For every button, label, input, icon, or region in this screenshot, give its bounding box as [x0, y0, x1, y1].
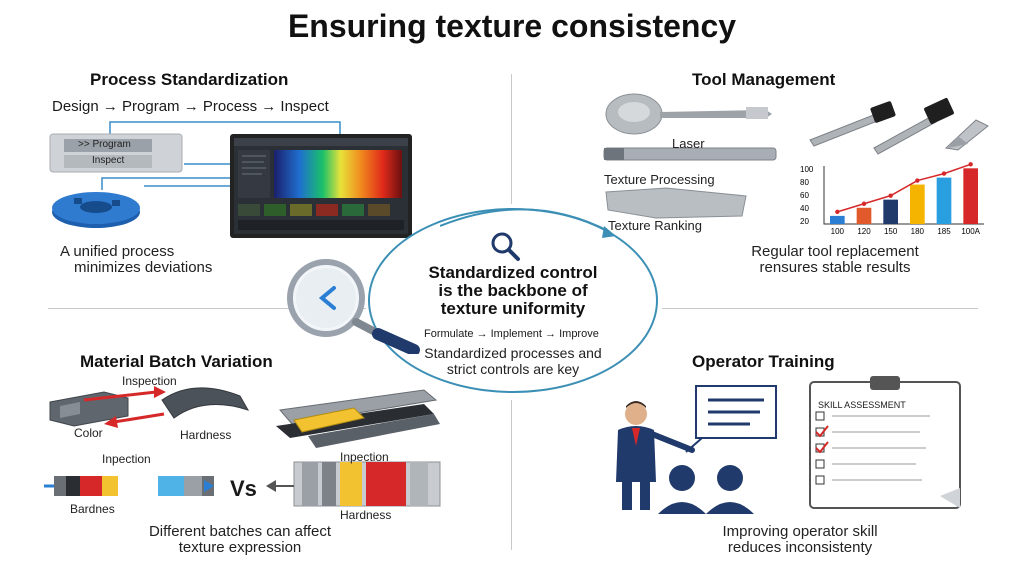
- material-caption-line2: texture expression: [178, 539, 302, 556]
- chart-bar: [910, 184, 925, 224]
- material-label-bardnes: Bardnes: [70, 502, 115, 516]
- tool-illustration: [603, 93, 989, 219]
- chart-axis: [823, 166, 984, 225]
- chart-category-label: 180: [911, 227, 925, 236]
- chart-tick-label: 20: [800, 217, 809, 226]
- chart-trend-point: [861, 201, 867, 206]
- process-caption-line1: A unified process: [60, 243, 175, 260]
- chart-bar: [963, 168, 978, 224]
- process-title: Process Standardization: [90, 70, 289, 89]
- chart-tick-label: 60: [800, 191, 809, 200]
- center-headline-line2: is the backbone of: [438, 281, 588, 300]
- divider-horizontal-left: [48, 308, 366, 309]
- tool-bar-chart: 100 80 60 40 20 100 120 150 180 185 100A: [800, 162, 984, 236]
- cutter-tool-2: [873, 115, 937, 155]
- material-illustration: [44, 386, 441, 507]
- process-caption-line2: minimizes deviations: [74, 259, 213, 276]
- operator-caption-line2: reduces inconsistenty: [727, 539, 873, 556]
- chart-trend-line: [837, 163, 971, 213]
- chart-tick-label: 80: [800, 178, 809, 187]
- chart-trend-point: [888, 193, 893, 198]
- center-headline-line1: Standardized control: [428, 263, 598, 282]
- material-title: Material Batch Variation: [80, 352, 273, 371]
- search-icon: [491, 232, 520, 261]
- material-caption-line1: Different batches can affect: [148, 523, 332, 540]
- texture-block-icon: [605, 187, 747, 219]
- chart-trend-point: [915, 178, 920, 183]
- chart-tick-label: 40: [800, 204, 809, 213]
- trainer-icon: [625, 403, 647, 425]
- tool-label-ranking: Texture Ranking: [608, 218, 702, 233]
- divider-vertical-top: [511, 74, 512, 204]
- process-flow: Design → Program → Process → Inspect: [52, 98, 329, 115]
- material-label-inpection-right: Inpection: [340, 450, 389, 464]
- chart-tick-label: 100: [800, 165, 814, 174]
- chart-bar: [883, 199, 898, 224]
- tool-caption-line1: Regular tool replacement: [751, 243, 919, 260]
- flow-connector-low1: [101, 177, 230, 190]
- chart-category-label: 150: [884, 227, 898, 236]
- material-label-hardness-right: Hardness: [340, 508, 392, 522]
- material-vs-label: Vs: [230, 476, 257, 501]
- material-label-color: Color: [74, 426, 103, 440]
- material-label-hardness-top: Hardness: [180, 428, 232, 442]
- checklist-title: SKILL ASSESSMENT: [818, 400, 906, 410]
- chart-category-label: 100A: [961, 227, 980, 236]
- chart-bar: [856, 207, 872, 224]
- center-arrow: [440, 208, 616, 238]
- page-title: Ensuring texture consistency: [287, 8, 737, 44]
- tool-caption-line2: rensures stable results: [759, 259, 911, 276]
- flow-connector-top: [109, 121, 341, 136]
- metal-block-curved: [161, 387, 250, 419]
- cutter-tool-1: [809, 113, 881, 147]
- student-icon-1: [669, 465, 695, 491]
- process-illustration: [49, 121, 412, 238]
- material-label-inspection-top: Inspection: [122, 374, 177, 388]
- chart-trend-point: [835, 209, 840, 215]
- student-icon-2: [717, 465, 743, 491]
- panel-row-inspect: Inspect: [92, 155, 125, 166]
- chart-trend-point: [941, 171, 947, 176]
- chart-trend-point: [968, 162, 973, 167]
- divider-vertical-bottom: [511, 400, 512, 550]
- center-sub-line1: Standardized processes and: [424, 345, 602, 361]
- center-sub-line2: strict controls are key: [446, 361, 580, 377]
- operator-title: Operator Training: [692, 352, 835, 371]
- center-circle: [368, 208, 658, 393]
- tool-label-processing: Texture Processing: [604, 172, 715, 187]
- magnifier-icon: [287, 259, 420, 354]
- metal-block-left: [49, 391, 129, 427]
- operator-illustration: [616, 376, 961, 514]
- material-label-inpection-left: Inpection: [102, 452, 151, 466]
- chart-category-label: 185: [937, 227, 951, 236]
- tool-label-laser: Laser: [672, 136, 705, 151]
- panel-row-program: >> Program: [78, 139, 131, 150]
- chart-bar: [936, 177, 952, 224]
- divider-horizontal-right: [662, 308, 978, 309]
- chart-bar: [830, 215, 845, 224]
- center-cycle: Formulate → Implement → Improve: [424, 328, 599, 340]
- chart-category-label: 120: [857, 227, 871, 236]
- tool-title: Tool Management: [692, 70, 836, 89]
- chart-category-label: 100: [831, 227, 845, 236]
- operator-caption-line1: Improving operator skill: [722, 523, 878, 540]
- center-headline-line3: texture uniformity: [440, 299, 586, 318]
